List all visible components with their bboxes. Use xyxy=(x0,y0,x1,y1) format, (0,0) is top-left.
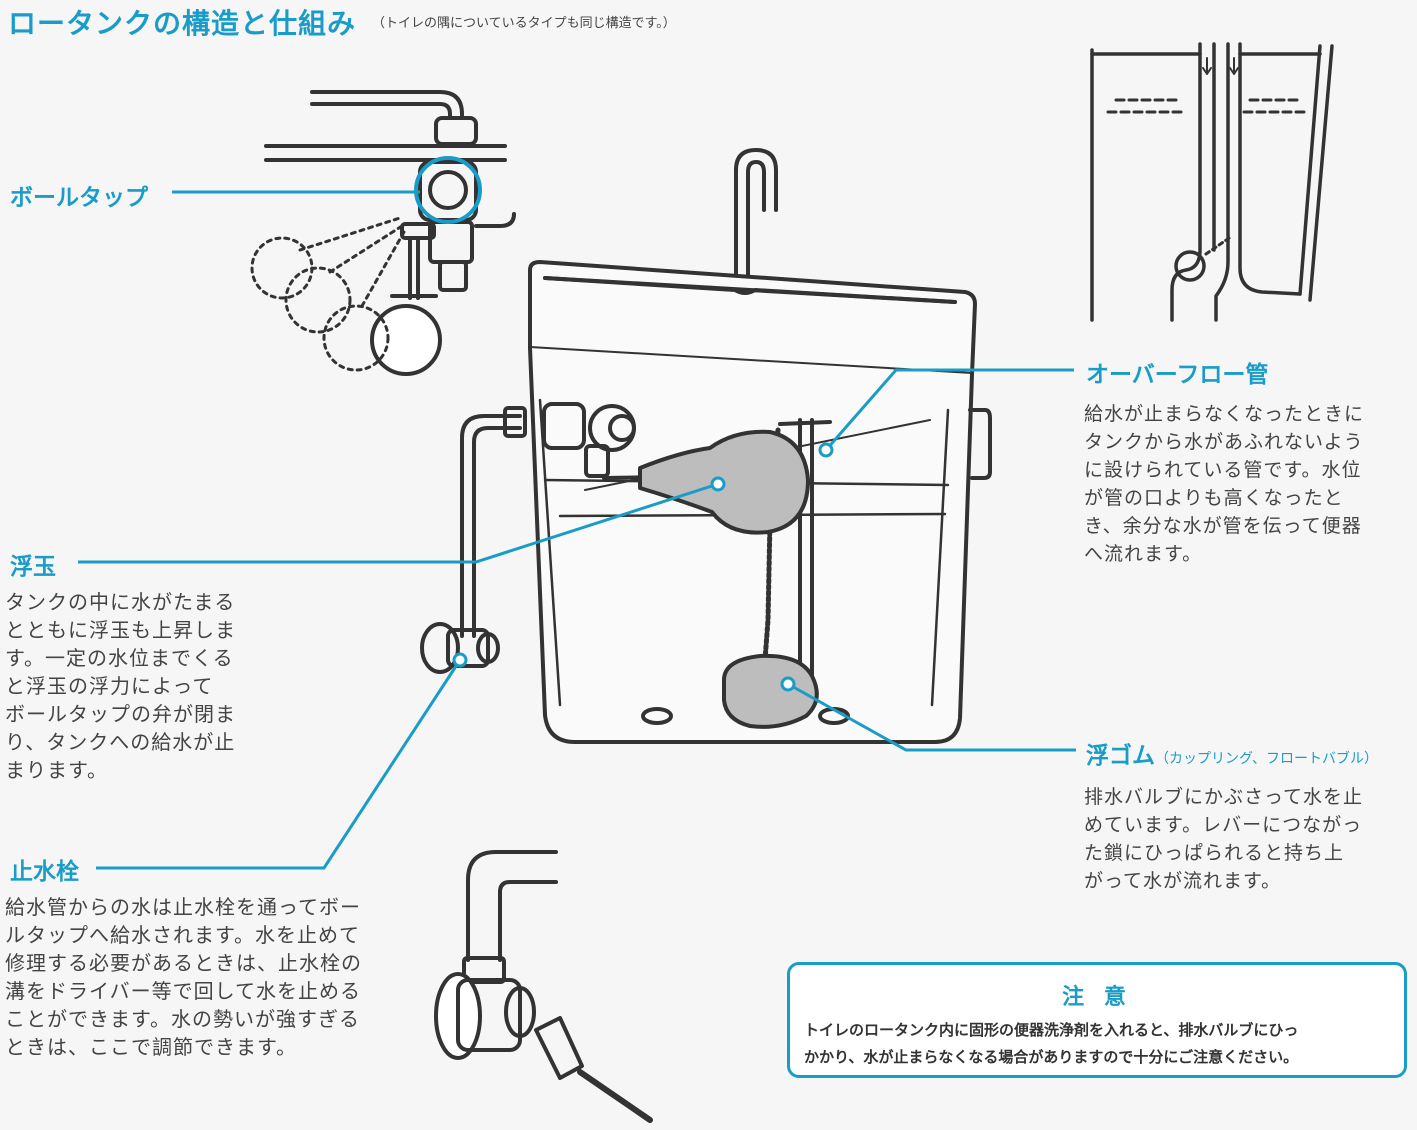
overflow-pipe-description: 給水が止まらなくなったときに タンクから水があふれないよう に設けられている管で… xyxy=(1084,403,1365,565)
overflow-pipe-label: オーバーフロー管 xyxy=(1086,362,1269,388)
caution-body: トイレのロータンク内に固形の便器洗浄剤を入れると、排水バルブにひっ かかり、水が… xyxy=(804,1021,1299,1066)
callout-dots xyxy=(452,442,834,692)
stop-valve-detail xyxy=(434,850,653,1123)
flapper-label-note: （カップリング、フロートバブル） xyxy=(1155,751,1379,767)
stop-valve-description: 給水管からの水は止水栓を通ってボー ルタップへ給水されます。水を止めて 修理する… xyxy=(5,895,362,1059)
caution-box: 注 意 トイレのロータンク内に固形の便器洗浄剤を入れると、排水バルブにひっ かか… xyxy=(787,962,1407,1078)
float-swing-dotted xyxy=(250,216,406,372)
ball-tap-label: ボールタップ xyxy=(10,185,148,211)
callout-lines xyxy=(78,156,1076,870)
flapper-description: 排水バルブにかぶさって水を止 めています。レバーにつながっ た鎖にひっぱられると… xyxy=(1084,786,1364,892)
flapper-label: 浮ゴム（カップリング、フロートバブル） xyxy=(1086,743,1379,769)
stop-valve-label: 止水栓 xyxy=(10,859,79,885)
tank-illustration xyxy=(420,148,992,744)
page-title: ロータンクの構造と仕組み xyxy=(8,7,357,40)
float-ball-label: 浮玉 xyxy=(10,554,56,580)
overflow-detail xyxy=(1090,42,1334,322)
page-subtitle: （トイレの隅についているタイプも同じ構造です。） xyxy=(372,16,676,31)
caution-title: 注 意 xyxy=(1062,985,1132,1010)
float-ball-description: タンクの中に水がたまる とともに浮玉も上昇しま す。一定の水位までくる と浮玉の… xyxy=(5,590,236,782)
